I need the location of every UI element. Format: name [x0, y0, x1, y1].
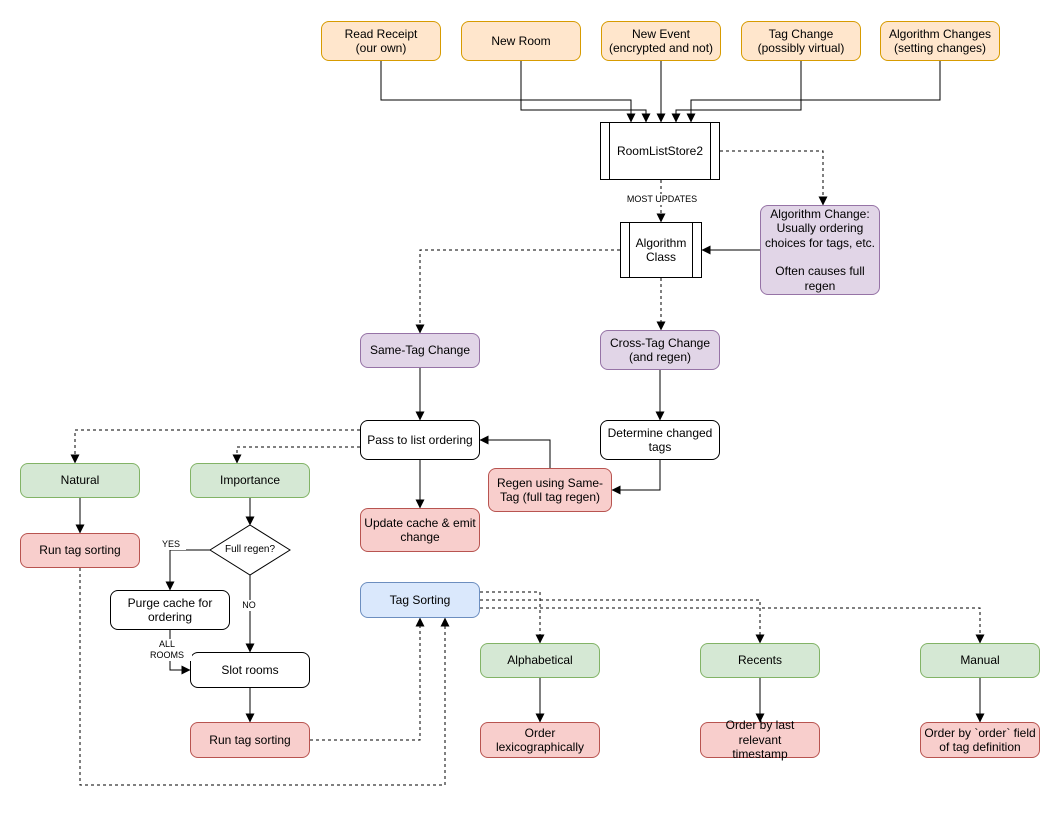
- node-determine-changed-tags: Determine changed tags: [600, 420, 720, 460]
- edge-run-tag-sorting-bottom-to-tag-sorting: [310, 617, 425, 741]
- node-order-by-order-field: Order by `order` field of tag definition: [920, 722, 1040, 758]
- node-pass-to-list-ordering: Pass to list ordering: [360, 420, 480, 460]
- edge-new-room-to-store: [520, 61, 651, 123]
- edge-label-all-rooms: ALL ROOMS: [142, 639, 192, 661]
- node-importance: Importance: [190, 463, 310, 498]
- node-algorithm-change-note: Algorithm Change: Usually ordering choic…: [760, 205, 880, 295]
- edge-label-no: NO: [236, 600, 262, 611]
- edge-tag-sorting-to-manual: [480, 607, 985, 644]
- edge-label-yes: YES: [156, 539, 186, 550]
- edge-tag-sorting-to-recents: [480, 599, 765, 644]
- node-new-event: New Event (encrypted and not): [601, 21, 721, 61]
- edge-regen-to-pass: [479, 435, 551, 468]
- node-regen-same-tag: Regen using Same- Tag (full tag regen): [488, 468, 612, 512]
- node-natural: Natural: [20, 463, 140, 498]
- edge-read-receipt-to-store: [380, 61, 636, 123]
- node-run-tag-sorting-left: Run tag sorting: [20, 533, 140, 568]
- node-tag-change: Tag Change (possibly virtual): [741, 21, 861, 61]
- edge-full-regen-yes-to-purge: [165, 549, 210, 591]
- node-room-list-store2: RoomListStore2: [600, 122, 720, 180]
- node-manual: Manual: [920, 643, 1040, 678]
- node-order-by-timestamp: Order by last relevant timestamp: [700, 718, 820, 761]
- node-slot-rooms: Slot rooms: [190, 652, 310, 688]
- edge-determine-to-regen: [611, 460, 661, 495]
- node-recents: Recents: [700, 643, 820, 678]
- node-purge-cache: Purge cache for ordering: [110, 590, 230, 630]
- node-algorithm-changes: Algorithm Changes (setting changes): [880, 21, 1000, 61]
- node-same-tag-change: Same-Tag Change: [360, 333, 480, 368]
- node-read-receipt: Read Receipt (our own): [321, 21, 441, 61]
- node-new-room: New Room: [461, 21, 581, 61]
- node-alphabetical: Alphabetical: [480, 643, 600, 678]
- node-order-lexicographically: Order lexicographically: [480, 722, 600, 758]
- edge-store-to-algorithm-change-note: [720, 150, 828, 206]
- node-algorithm-class: Algorithm Class: [620, 222, 702, 278]
- node-cross-tag-change: Cross-Tag Change (and regen): [600, 330, 720, 370]
- edge-pass-to-importance: [232, 446, 360, 464]
- node-full-regen-label: Full regen?: [224, 544, 276, 555]
- edge-tag-sorting-to-alphabetical: [480, 591, 545, 644]
- edge-algorithm-changes-to-store: [686, 61, 941, 123]
- edge-algorithm-class-to-same-tag: [415, 249, 620, 334]
- edge-tag-change-to-store: [671, 61, 802, 123]
- node-run-tag-sorting-bottom: Run tag sorting: [190, 722, 310, 758]
- edge-label-most-updates: MOST UPDATES: [616, 194, 708, 205]
- node-tag-sorting: Tag Sorting: [360, 582, 480, 618]
- node-update-cache: Update cache & emit change: [360, 508, 480, 552]
- edge-pass-to-natural: [70, 429, 360, 464]
